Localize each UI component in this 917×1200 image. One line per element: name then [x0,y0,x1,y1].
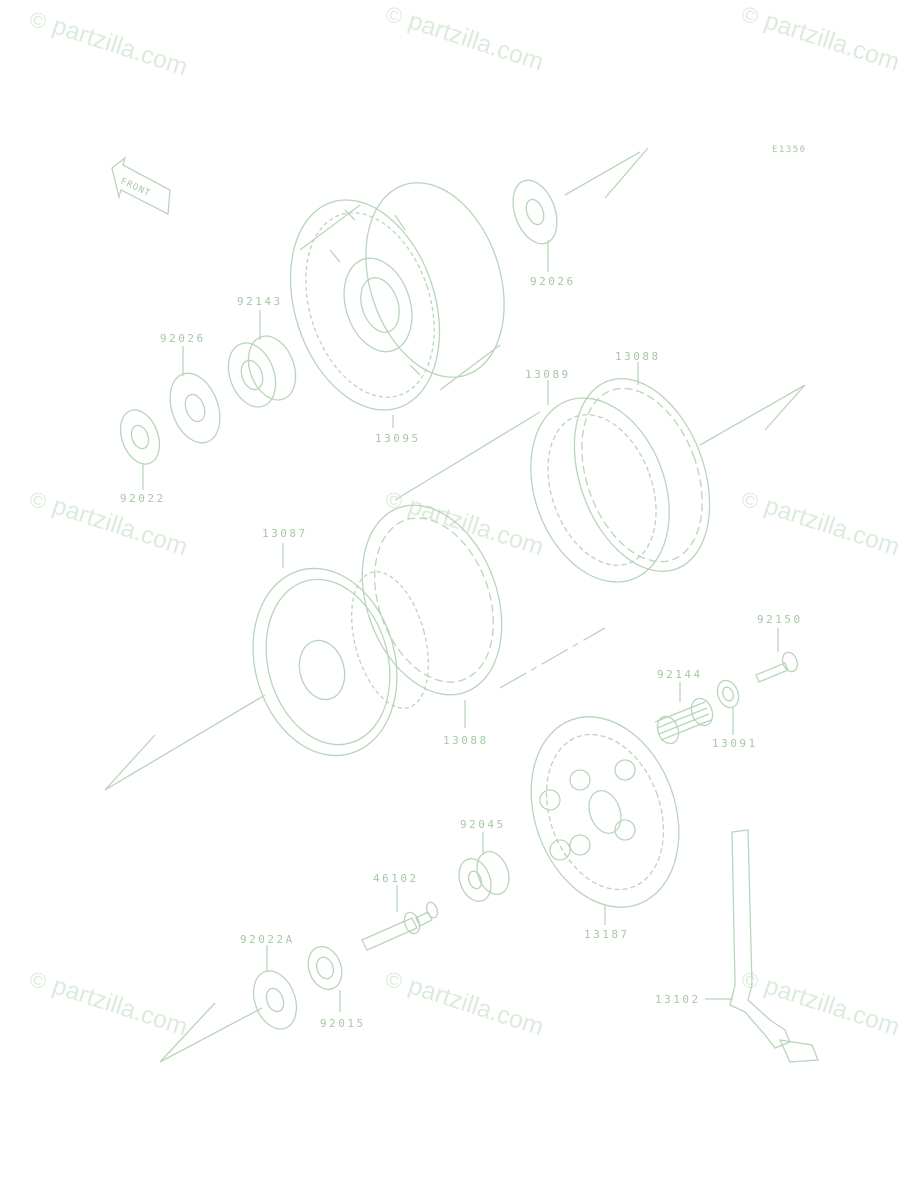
part-label-92144: 92144 [657,668,703,681]
part-label-13091: 13091 [712,737,758,750]
center-lines [104,147,806,1063]
part-label-92022A: 92022A [240,933,295,946]
watermark: © partzilla.com [738,486,903,562]
washer-92022A [252,945,298,1030]
pressure-plate-13187 [530,716,680,925]
push-rod-46102 [361,885,439,951]
front-arrow: FRONT [111,156,171,216]
watermark: © partzilla.com [382,966,547,1042]
part-label-92026-top: 92026 [530,275,576,288]
watermark-layer: © partzilla.com © partzilla.com © partzi… [26,1,903,1042]
watermark: © partzilla.com [26,966,191,1042]
part-label-13088-top: 13088 [615,350,661,363]
bearing-92045 [458,832,510,902]
part-label-92022: 92022 [120,492,166,505]
svg-text:partzilla.com: partzilla.com [761,491,903,561]
spring-92144 [654,682,714,745]
svg-text:©: © [26,6,49,35]
part-labels: 13095 92026 92143 92026 92022 13089 1308… [120,275,803,1030]
bolt-92150 [755,628,799,683]
watermark: © partzilla.com [382,486,547,562]
svg-text:partzilla.com: partzilla.com [405,491,547,561]
part-label-92143: 92143 [237,295,283,308]
watermark: © partzilla.com [738,1,903,77]
washer-92022 [119,409,161,490]
washer-92026-left [169,346,221,444]
svg-text:partzilla.com: partzilla.com [761,971,903,1041]
watermark: © partzilla.com [738,966,903,1042]
bushing-92143 [227,310,297,408]
part-label-92026-left: 92026 [160,332,206,345]
watermark: © partzilla.com [26,486,191,562]
svg-text:partzilla.com: partzilla.com [761,6,903,76]
part-label-13089: 13089 [525,368,571,381]
svg-text:©: © [382,1,405,30]
friction-plate-13088-top [573,362,711,572]
part-label-13087: 13087 [262,527,308,540]
part-label-92045: 92045 [460,818,506,831]
washer-92026-top [512,179,558,272]
svg-text:partzilla.com: partzilla.com [405,971,547,1041]
diagram-code: E1350 [772,145,807,155]
front-arrow-label: FRONT [119,177,152,200]
part-label-13187: 13187 [584,928,630,941]
svg-text:©: © [26,486,49,515]
release-lever-13102 [705,829,819,1063]
clutch-hub-13087 [252,543,430,757]
svg-text:partzilla.com: partzilla.com [49,971,191,1041]
svg-text:partzilla.com: partzilla.com [49,11,191,81]
watermark: © partzilla.com [26,6,191,82]
part-label-13095: 13095 [375,432,421,445]
svg-text:©: © [26,966,49,995]
svg-text:©: © [382,966,405,995]
clutch-housing-13095 [289,182,505,428]
part-label-13102: 13102 [655,993,701,1006]
part-label-92150: 92150 [757,613,803,626]
part-label-13088-bottom: 13088 [443,734,489,747]
watermark: © partzilla.com [382,1,547,77]
svg-text:partzilla.com: partzilla.com [405,6,547,76]
svg-text:©: © [738,486,761,515]
part-label-46102: 46102 [373,872,419,885]
nut-92015 [307,945,343,1012]
svg-text:©: © [738,1,761,30]
svg-text:©: © [738,966,761,995]
steel-plate-13089 [530,380,670,583]
part-label-92015: 92015 [320,1017,366,1030]
collar-13091 [716,679,740,735]
friction-plate-13088-bottom [361,504,503,728]
